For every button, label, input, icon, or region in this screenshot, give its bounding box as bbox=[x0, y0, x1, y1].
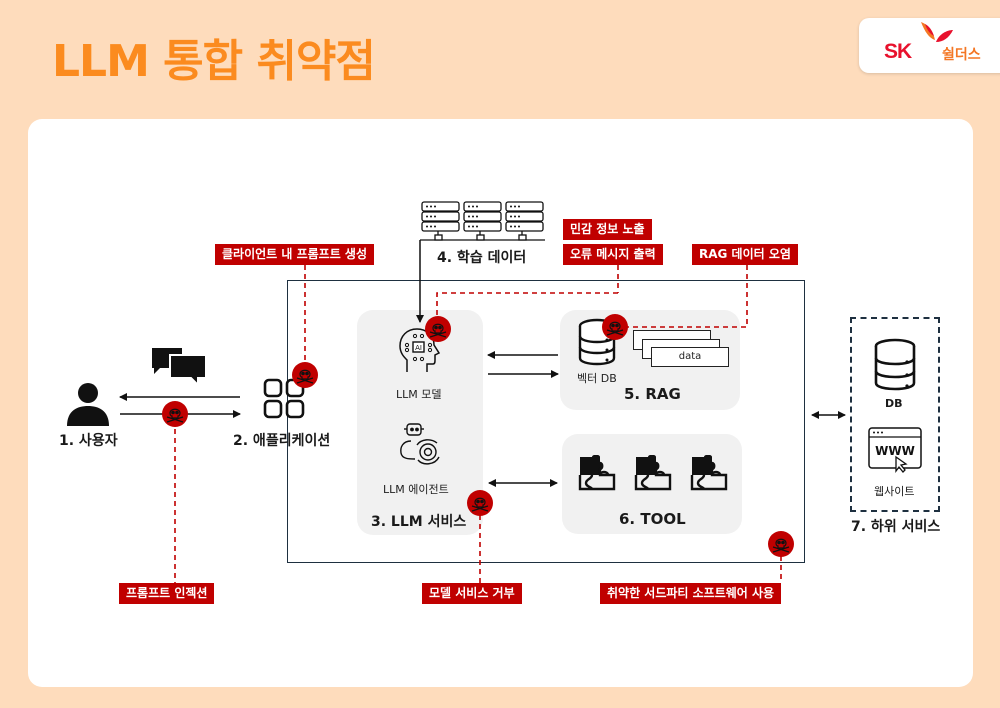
downstream-services-frame bbox=[850, 317, 940, 512]
skull-crossbones-icon bbox=[296, 369, 314, 384]
llm-model-label: LLM 모델 bbox=[396, 388, 442, 401]
logo-subtitle: 쉴더스 bbox=[942, 47, 981, 63]
tool-panel bbox=[562, 434, 742, 534]
skull-crossbones-icon bbox=[166, 408, 184, 423]
skull-marker-rag bbox=[602, 314, 628, 340]
robot-agent-icon bbox=[400, 423, 440, 465]
chat-bubbles-icon bbox=[152, 348, 207, 388]
website-icon: WWW bbox=[868, 427, 922, 473]
skull-marker-third-party bbox=[768, 531, 794, 557]
skull-crossbones-icon bbox=[772, 538, 790, 553]
tool-label: 6. TOOL bbox=[619, 510, 686, 528]
vuln-sensitive-info: 민감 정보 노출 bbox=[563, 219, 652, 240]
user-label: 1. 사용자 bbox=[59, 433, 118, 449]
system-boundary-frame bbox=[287, 280, 805, 563]
training-data-label: 4. 학습 데이터 bbox=[437, 250, 527, 266]
website-label: 웹사이트 bbox=[874, 485, 915, 498]
llm-agent-label: LLM 에이전트 bbox=[383, 483, 449, 496]
logo-brand: SK bbox=[884, 40, 912, 63]
butterfly-logo-icon bbox=[921, 22, 953, 42]
downstream-label: 7. 하위 서비스 bbox=[851, 519, 941, 535]
vuln-prompt-injection: 프롬프트 인젝션 bbox=[119, 583, 215, 604]
db-icon bbox=[874, 338, 916, 391]
db-label: DB bbox=[885, 397, 903, 410]
skull-marker-model bbox=[425, 316, 451, 342]
puzzle-icons bbox=[578, 455, 728, 491]
vuln-client-prompt: 클라이언트 내 프롬프트 생성 bbox=[215, 244, 375, 265]
puzzle-icon bbox=[690, 455, 728, 491]
vector-db-label: 벡터 DB bbox=[577, 372, 617, 385]
skull-crossbones-icon bbox=[606, 321, 624, 336]
person-icon bbox=[67, 383, 109, 426]
llm-service-label: 3. LLM 서비스 bbox=[371, 514, 467, 530]
skull-marker-user-input bbox=[162, 401, 188, 427]
puzzle-icon bbox=[578, 455, 616, 491]
vuln-rag-poisoning: RAG 데이터 오염 bbox=[692, 244, 798, 265]
skull-crossbones-icon bbox=[471, 497, 489, 512]
server-rack-icon bbox=[421, 201, 544, 241]
www-text: WWW bbox=[875, 444, 915, 458]
puzzle-icon bbox=[634, 455, 672, 491]
page-title: LLM 통합 취약점 bbox=[52, 36, 376, 87]
ai-brain-head-icon: AI bbox=[399, 328, 441, 372]
skull-crossbones-icon bbox=[429, 323, 447, 338]
sk-shieldus-logo: SK 쉴더스 bbox=[859, 18, 1000, 73]
svg-text:AI: AI bbox=[415, 344, 422, 352]
vuln-model-dos: 모델 서비스 거부 bbox=[422, 583, 522, 604]
rag-label: 5. RAG bbox=[624, 385, 681, 403]
skull-marker-application bbox=[292, 362, 318, 388]
data-card-label: data bbox=[678, 351, 702, 362]
skull-marker-llm-service bbox=[467, 490, 493, 516]
vuln-third-party: 취약한 서드파티 소프트웨어 사용 bbox=[600, 583, 782, 604]
vuln-error-message: 오류 메시지 출력 bbox=[563, 244, 663, 265]
application-label: 2. 애플리케이션 bbox=[233, 433, 331, 449]
data-card-front: data bbox=[651, 347, 729, 367]
